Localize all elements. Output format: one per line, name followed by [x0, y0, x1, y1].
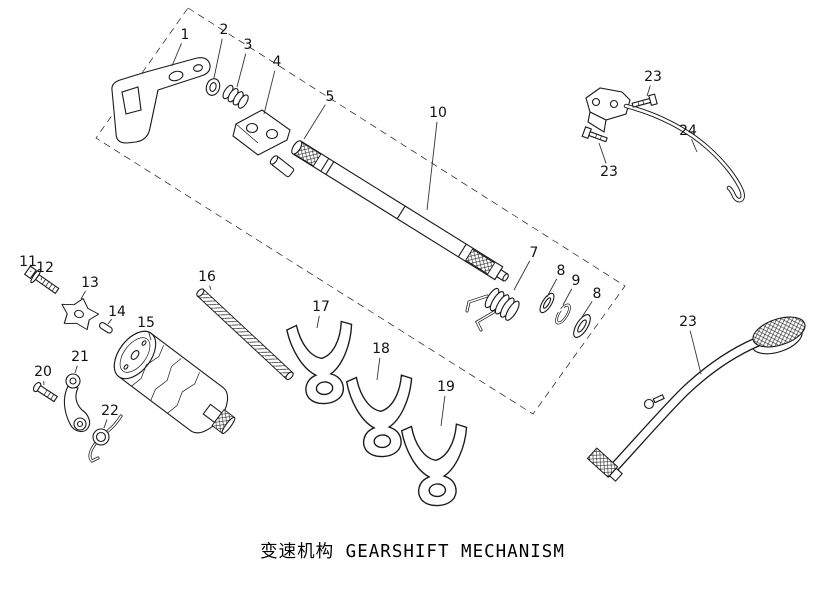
part-label-8: 8	[592, 286, 602, 302]
leader-line	[236, 53, 247, 88]
part-4-guide-plate	[232, 109, 291, 156]
part-9-circlip	[555, 303, 571, 325]
part-label-17: 17	[312, 299, 330, 315]
part-23-screw-bottom	[581, 126, 608, 143]
leader-line	[426, 121, 438, 211]
part-label-15: 15	[137, 315, 155, 331]
part-19-shift-fork	[400, 422, 472, 508]
part-16-fork-shaft	[196, 288, 294, 381]
part-23-screw-top	[631, 93, 658, 108]
leader-line	[513, 260, 531, 291]
leader-line	[646, 85, 651, 97]
part-20-bolt	[32, 382, 59, 403]
part-label-16: 16	[198, 269, 216, 285]
part-6-pin	[269, 155, 295, 178]
leader-line	[103, 419, 108, 429]
part-label-7: 7	[529, 245, 539, 261]
part-label-14: 14	[108, 304, 126, 320]
part-15-shift-drum	[113, 330, 236, 435]
diagram-caption: 变速机构 GEARSHIFT MECHANISM	[260, 542, 565, 562]
part-7-return-spring	[465, 287, 520, 332]
leader-line	[689, 330, 702, 375]
leader-line	[74, 365, 78, 374]
leader-line	[263, 70, 276, 115]
leader-line	[316, 315, 320, 329]
part-label-11: 11	[19, 254, 37, 270]
part-17-shift-fork	[285, 319, 359, 408]
part-label-5: 5	[325, 89, 335, 105]
exploded-view-boundary	[95, 7, 626, 415]
part-8-washer-a	[539, 292, 555, 314]
leader-line	[303, 104, 326, 140]
part-label-20: 20	[34, 364, 52, 380]
part-label-9: 9	[571, 273, 581, 289]
leader-line	[562, 288, 573, 306]
part-label-24: 24	[679, 123, 697, 139]
part-label-19: 19	[437, 379, 455, 395]
leader-line	[546, 278, 558, 298]
part-label-10: 10	[429, 105, 447, 121]
part-label-22: 22	[101, 403, 119, 419]
part-22-torsion-spring	[88, 414, 123, 463]
part-14-dowel-pin	[98, 322, 113, 334]
leader-lines	[30, 38, 702, 429]
leader-line	[107, 318, 112, 325]
leader-line	[581, 301, 593, 318]
leader-line	[40, 276, 43, 281]
part-3-spring	[222, 84, 249, 109]
leader-line	[598, 142, 607, 164]
part-label-23: 23	[644, 69, 662, 85]
leader-line	[209, 285, 212, 291]
part-label-3: 3	[243, 37, 253, 53]
part-label-8: 8	[556, 263, 566, 279]
part-21-stopper-arm	[63, 373, 91, 433]
leader-line	[148, 331, 152, 341]
leader-line	[213, 38, 223, 79]
leader-line	[171, 43, 182, 67]
leader-line	[376, 357, 381, 381]
part-label-23: 23	[600, 164, 618, 180]
part-label-2: 2	[219, 22, 229, 38]
part-23-gearshift-pedal	[586, 316, 806, 482]
part-label-23: 23	[679, 314, 697, 330]
part-label-21: 21	[71, 349, 89, 365]
part-label-1: 1	[180, 27, 190, 43]
part-1-gearshift-arm	[111, 57, 211, 144]
part-label-12: 12	[36, 260, 54, 276]
part-label-4: 4	[272, 54, 282, 70]
leader-line	[80, 290, 86, 300]
part-10-gearshift-shaft	[291, 140, 509, 282]
part-label-13: 13	[81, 275, 99, 291]
part-8-washer-b	[573, 314, 591, 338]
part-24-linkage-rod-assembly	[585, 87, 745, 203]
leader-line	[691, 139, 698, 153]
part-13-cam-star-plate	[61, 298, 100, 331]
part-label-18: 18	[372, 341, 390, 357]
part-2-washer	[205, 78, 221, 96]
leader-line	[440, 395, 446, 427]
